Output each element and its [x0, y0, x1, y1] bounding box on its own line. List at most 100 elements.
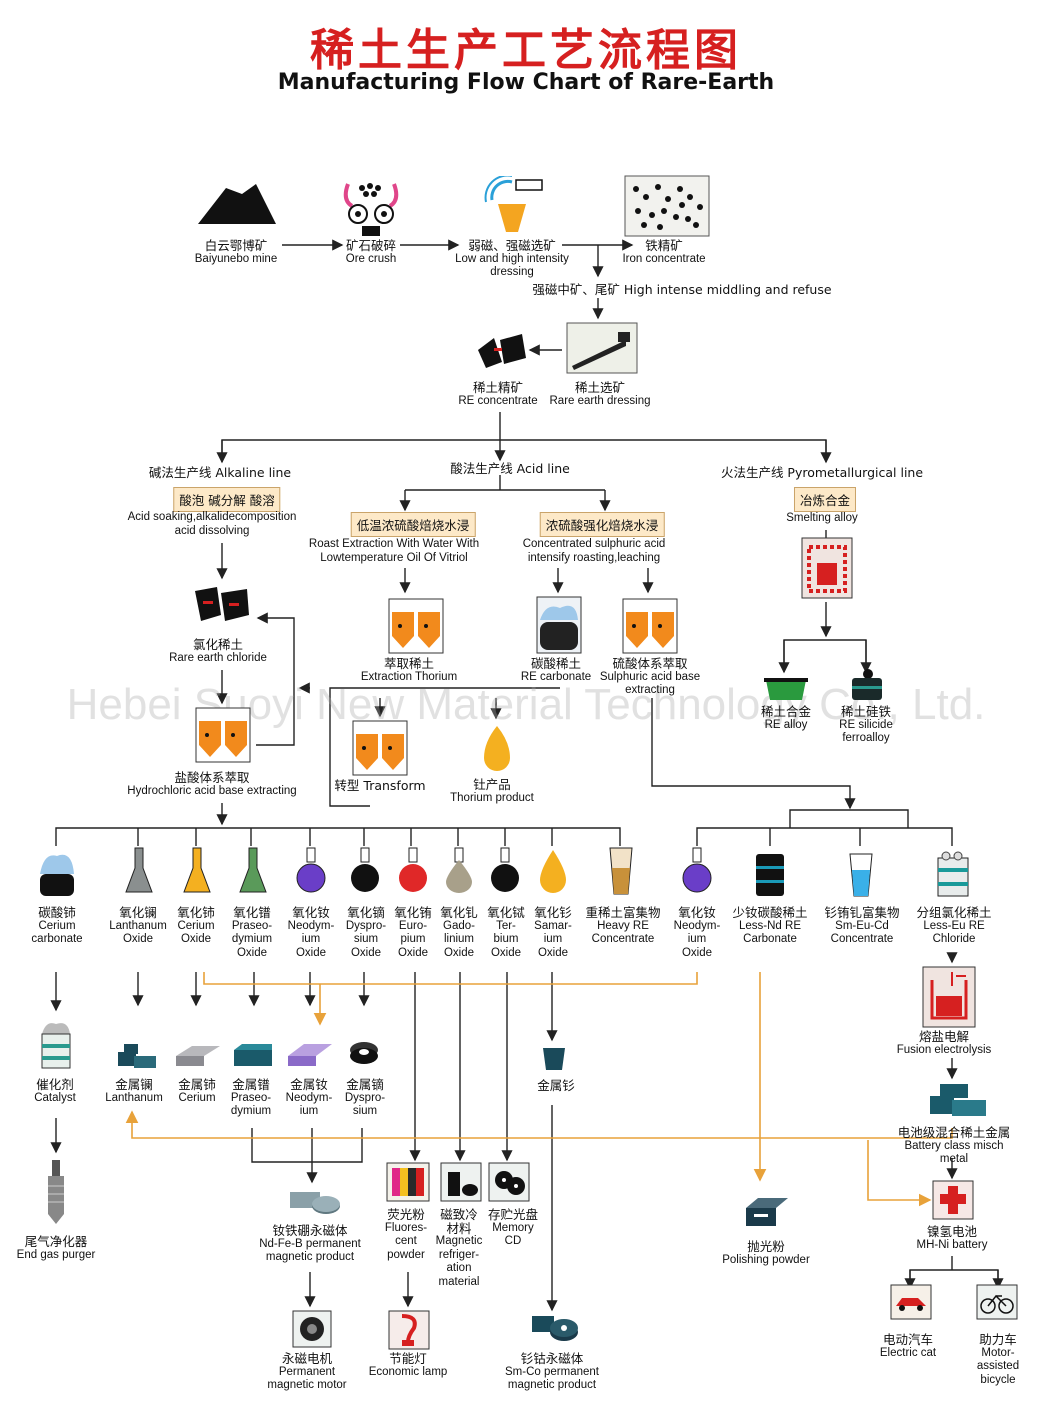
terbium-oxide-flask-icon: [491, 847, 519, 892]
europium-oxide-flask-icon: [399, 847, 427, 892]
metal-lanthanum-icon: [118, 1044, 156, 1068]
ore-crusher-icon: [343, 183, 399, 236]
samarium-oxide-flask-icon: [540, 850, 566, 893]
re-dressing-icon: [566, 322, 638, 374]
page-subtitle: Manufacturing Flow Chart of Rare-Earth: [277, 70, 775, 95]
low-temp-roast-box: 低温浓硫酸焙烧水浸: [350, 512, 476, 537]
dysprosium-oxide-flask-icon: [351, 847, 379, 892]
extraction-thorium-tank-icon: [388, 598, 444, 654]
transform-tank-icon: [352, 720, 408, 776]
alkaline-line-label: 碱法生产线 Alkaline line: [148, 465, 292, 480]
high-temp-roast-desc: Concentrated sulphuric acid intensify ro…: [522, 538, 666, 564]
watermark: Hebei Suoyi New Material Technology Co.,…: [66, 680, 986, 729]
memory-cd-icon: [488, 1162, 530, 1202]
permanent-motor-icon: [292, 1310, 332, 1348]
cerium-oxide-flask-icon: [183, 847, 211, 893]
smelting-alloy-desc: Smelting alloy: [786, 512, 858, 524]
low-temp-roast-desc: Roast Extraction With Water With Lowtemp…: [308, 538, 480, 564]
hcl-extraction-tank-icon: [195, 707, 251, 763]
pyro-line-label: 火法生产线 Pyrometallurgical line: [720, 465, 924, 480]
ndfeb-magnet-icon: [290, 1192, 340, 1214]
acid-line-label: 酸法生产线 Acid line: [450, 461, 570, 476]
re-alloy-icon: [764, 678, 808, 700]
metal-praseodymium-icon: [234, 1044, 272, 1066]
magnetic-separator-icon: [484, 176, 543, 232]
page-title: 稀土生产工艺流程图: [310, 25, 742, 76]
mh-ni-battery-icon: [932, 1180, 974, 1220]
metal-neodymium-icon: [288, 1044, 332, 1066]
middling-refuse-label: 强磁中矿、尾矿 High intense middling and refuse: [532, 282, 832, 297]
less-eu-chloride-icon: [937, 851, 969, 897]
polishing-powder-icon: [746, 1198, 788, 1226]
alkaline-process-box: 酸泡 碱分解 酸溶: [173, 487, 281, 512]
iron-concentrate-icon: [624, 175, 710, 237]
economic-lamp-icon: [388, 1310, 430, 1350]
sulphuric-extraction-tank-icon: [622, 598, 678, 654]
alkaline-desc: Acid soaking,alkalidecomposition acid di…: [127, 511, 297, 537]
thorium-product-icon: [484, 726, 510, 771]
transform-label: 转型 Transform: [334, 778, 426, 793]
mine-icon: [198, 184, 276, 224]
smelting-furnace-icon: [801, 537, 853, 599]
smco-magnet-icon: [532, 1316, 578, 1341]
bicycle-icon: [976, 1284, 1018, 1320]
neodymium-oxide-flask-icon: [296, 847, 326, 893]
less-nd-carbonate-icon: [756, 854, 784, 896]
re-concentrate-icon: [478, 334, 526, 368]
metal-label: 金属钐: [537, 1078, 575, 1093]
metal-cerium-icon: [176, 1046, 220, 1066]
smelting-alloy-box: 冶炼合金: [793, 487, 857, 512]
electric-car-icon: [890, 1284, 932, 1320]
neodymium-oxide-flask-2-icon: [682, 847, 712, 893]
gadolinium-oxide-flask-icon: [446, 847, 472, 893]
metal-dysprosium-icon: [350, 1042, 378, 1064]
catalyst-icon: [41, 1023, 71, 1069]
end-gas-purger-icon: [48, 1160, 64, 1224]
re-silicide-ferroalloy-icon: [852, 669, 882, 700]
re-carbonate-icon: [536, 596, 582, 654]
sm-eu-cd-beaker-icon: [849, 853, 873, 897]
rare-earth-chloride-icon: [195, 587, 249, 621]
cerium-carbonate-icon: [40, 854, 74, 896]
